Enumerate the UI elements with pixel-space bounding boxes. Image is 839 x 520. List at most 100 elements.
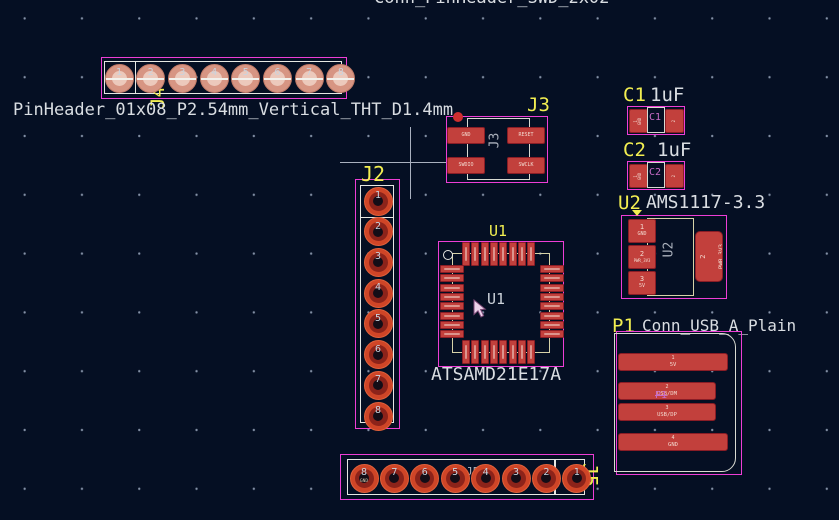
u1-pad-right-7[interactable] [540,321,564,330]
j3-courtyard [446,116,548,183]
j5-pad-7[interactable]: 7 [379,463,409,493]
j2-pad-3[interactable]: 3 [363,247,393,277]
j2-pad-8[interactable]: 8 [363,401,393,431]
j5-pad-1[interactable]: 1 [562,463,592,493]
c2-fab-ref: C2 [649,167,662,178]
u2-pad-1[interactable]: 1 GND [628,219,656,243]
u1-pad-top-5[interactable] [499,242,508,266]
c2-value-label[interactable]: 1uF [657,139,692,161]
u2-courtyard [621,215,727,299]
u1-pad-top-4[interactable] [490,242,499,266]
u1-pad-right-1[interactable] [540,265,564,273]
c1-value-label[interactable]: 1uF [650,84,685,106]
u1-pad-left-7[interactable] [440,321,464,330]
j3-pad-reset[interactable]: RESET [507,127,545,144]
c1-courtyard [627,106,685,135]
j4-pad-3[interactable]: 3 [167,63,197,93]
p1-pad-2[interactable]: 2 USB/DM [618,382,716,400]
j3-fab-outline [467,118,530,180]
c2-reference-label[interactable]: C2 [623,139,646,161]
u2-value-label[interactable]: AMS1117-3.3 [646,192,766,213]
u1-pad-right-2[interactable] [540,274,564,283]
u1-pad-left-4[interactable] [440,293,464,302]
j4-pad-5[interactable]: 5 [231,63,261,93]
j5-pad-4[interactable]: 4 [471,463,501,493]
p1-value-label[interactable]: Conn_USB_A_Plain [642,316,797,335]
footprint-name-top[interactable]: Conn_PinHeader_SWD_2x02 [374,0,609,7]
j5-pad-6[interactable]: 6 [410,463,440,493]
j3-anchor-dot [453,112,463,122]
u1-pad-bottom-3[interactable] [480,340,489,364]
j4-pad-2[interactable]: 2 [136,63,166,93]
j3-reference-label[interactable]: J3 [527,94,550,116]
u1-pad-top-8[interactable] [527,242,536,266]
u1-pad-top-6[interactable] [508,242,517,266]
j4-pad-4[interactable]: 4 [199,63,229,93]
j2-pad-7[interactable]: 7 [363,370,393,400]
j2-pad-6[interactable]: 6 [363,340,393,370]
c1-fab-ref: C1 [649,112,662,123]
j3-pad-gnd[interactable]: GND [447,127,485,144]
p1-pad-1[interactable]: 1 5V [618,353,728,371]
j2-reference-label[interactable]: J2 [361,162,386,186]
u1-pad-left-2[interactable] [440,274,464,283]
u1-reference-label[interactable]: U1 [489,222,508,240]
p1-courtyard [616,331,742,475]
c1-pad-2[interactable]: 2 [665,109,684,133]
j4-pad-6[interactable]: 6 [263,63,292,93]
origin-crosshair-v [410,127,411,199]
u1-pad-right-5[interactable] [540,302,564,311]
u1-pad-bottom-4[interactable] [490,340,499,364]
u2-pad-tab[interactable]: 2 PWR_3V3 [695,231,723,282]
u1-pad-right-8[interactable] [540,330,564,339]
u1-pad-top-3[interactable] [480,242,489,266]
u1-pad-bottom-8[interactable] [527,340,536,364]
u1-pad-bottom-1[interactable] [462,340,470,364]
p1-reference-label[interactable]: P1 [612,315,635,337]
u1-pad-bottom-2[interactable] [471,340,480,364]
j2-pad-2[interactable]: 2 [363,217,393,247]
j5-pad-5[interactable]: 5 [440,463,470,493]
j5-pad-3[interactable]: 3 [501,463,531,493]
c1-fab-outline [647,107,665,133]
j2-pad-1[interactable]: 1 [363,186,393,216]
j5-courtyard [340,454,594,500]
p1-pad-3[interactable]: 3 USB/DP [618,403,716,421]
p1-pad-4[interactable]: 4 GND [618,433,728,451]
j2-pad-4[interactable]: 4 [363,278,393,308]
u1-pad-left-8[interactable] [440,330,464,339]
u1-pad-bottom-5[interactable] [499,340,508,364]
u1-pad-left-6[interactable] [440,311,464,320]
u1-pad-left-1[interactable] [440,265,464,273]
j4-pad-1[interactable]: 1 [104,63,134,93]
u1-value-label[interactable]: ATSAMD21E17A [431,364,562,385]
c2-fab-outline [647,162,665,188]
u1-pad-top-7[interactable] [518,242,527,266]
j4-pad-8[interactable]: 8 [326,63,356,93]
u2-pad-3[interactable]: 3 5V [628,271,656,295]
u1-pad-bottom-7[interactable] [518,340,527,364]
u1-pad-top-1[interactable] [462,242,470,266]
j3-pad-swclk[interactable]: SWCLK [507,157,545,174]
u1-pad-top-2[interactable] [471,242,480,266]
u1-pad-right-4[interactable] [540,293,564,302]
c2-pad-2[interactable]: 2 [665,164,684,188]
u1-pad-right-6[interactable] [540,311,564,320]
c1-reference-label[interactable]: C1 [623,84,646,106]
j3-pad-swdio[interactable]: SWDIO [447,157,485,174]
u2-pad-2[interactable]: 2 PWR_3V3 [628,245,656,269]
u1-pad-right-3[interactable] [540,283,564,292]
j5-pad-2[interactable]: 2 [531,463,561,493]
j4-footprint-label[interactable]: PinHeader_01x08_P2.54mm_Vertical_THT_D1.… [13,100,454,120]
u1-pad-left-5[interactable] [440,302,464,311]
u2-reference-label[interactable]: U2 [618,192,641,214]
j3-fab-ref: J3 [487,132,503,149]
u1-pad-left-3[interactable] [440,283,464,292]
j4-pad-7[interactable]: 7 [294,63,324,93]
u1-pad-bottom-6[interactable] [508,340,517,364]
j2-pad-5[interactable]: 5 [363,309,393,339]
